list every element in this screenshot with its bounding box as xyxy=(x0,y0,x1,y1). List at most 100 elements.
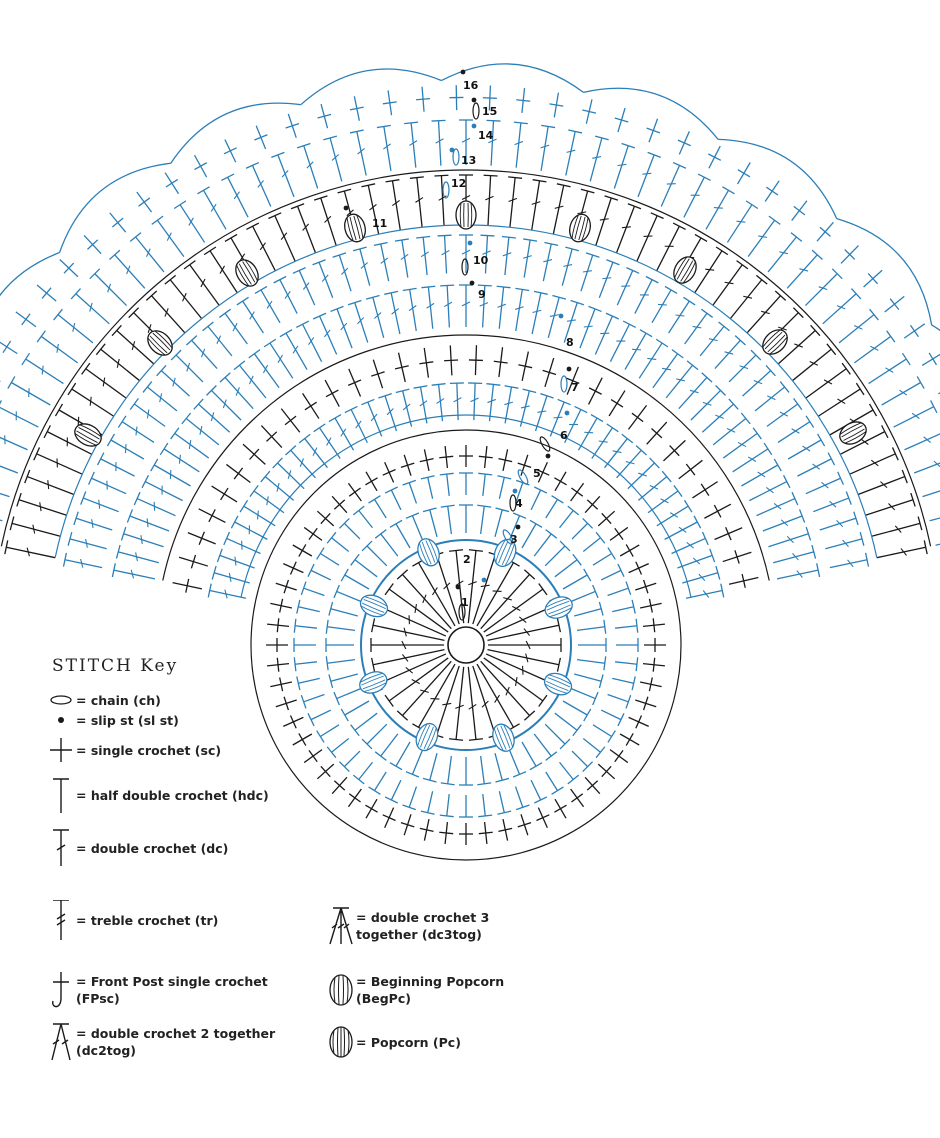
fan-stitch-r6-13-bar xyxy=(165,178,179,188)
fan-stitch-r5-47-post xyxy=(893,406,935,428)
fan-stitch-r5-49-post xyxy=(913,462,940,474)
stitch-r0-19 xyxy=(396,569,452,630)
stitch-r3-43-bar xyxy=(419,458,434,463)
fan-stitch-r4-47-cap xyxy=(881,425,889,439)
spine-chain-0 xyxy=(458,603,466,621)
fan-stitch-r0-8-cap xyxy=(272,457,283,469)
fan-stitch-r4-33 xyxy=(615,203,642,254)
fan-stitch-r1-23-bar xyxy=(631,412,644,423)
stitch-r2-43-cap xyxy=(478,472,493,476)
fan-stitch-r0-5 xyxy=(239,499,276,527)
fan-stitch-r5-17 xyxy=(221,173,249,218)
stitch-r0-14-slash xyxy=(401,654,409,662)
fan-stitch-r4-40 xyxy=(746,290,787,334)
edge-scallop-5 xyxy=(441,63,584,93)
fan-stitch-r2-37-cap xyxy=(655,338,669,348)
fan-stitch-r3-31 xyxy=(561,246,580,286)
stitch-r0-3-cap xyxy=(538,694,548,707)
stitch-r1-11 xyxy=(477,755,492,786)
fan-stitch-r3-37 xyxy=(668,296,696,334)
stitch-r3-4-bar xyxy=(635,715,643,729)
fan-stitch-r2-27-cap xyxy=(477,284,492,287)
fan-stitch-r3-41-slash xyxy=(739,365,749,370)
fan-stitch-r4-42 xyxy=(777,324,821,365)
fan-stitch-r4-21-cap xyxy=(337,188,352,194)
stitch-r2-17 xyxy=(402,786,418,811)
stitch-r3-25 xyxy=(292,733,313,746)
fan-stitch-r3-3 xyxy=(80,491,119,513)
fan-stitch-r2-18-slash xyxy=(323,329,331,338)
stitch-r2-53-cap xyxy=(625,581,632,596)
fan-stitch-r2-48 xyxy=(756,491,799,517)
stitch-r1-1-cap xyxy=(603,656,607,671)
key-entry-dc3tog: = double crochet 3 together (dc3tog) xyxy=(326,906,516,946)
fan-stitch-r1-29 xyxy=(714,526,743,541)
fan-stitch-r1-25-bar xyxy=(669,445,680,457)
fan-stitch-r1-30-bar xyxy=(734,550,740,564)
stitch-r1-13 xyxy=(440,755,455,786)
fan-stitch-r1-28 xyxy=(704,503,732,519)
fan-stitch-r2-32-post xyxy=(563,302,578,343)
fan-stitch-r2-29-post xyxy=(515,289,523,332)
key-label-beginning-popcorn: = Beginning Popcorn (BegPc) xyxy=(356,974,505,1006)
stitch-r0-0 xyxy=(488,638,562,652)
stitch-r2-10-post xyxy=(530,779,542,801)
fan-stitch-r5-37-slash xyxy=(736,220,746,223)
stitch-r0-29-post xyxy=(487,624,560,642)
stitch-r1-19-post xyxy=(354,712,378,731)
outer-popcorn-3-line-1 xyxy=(238,263,252,285)
fan-stitch-r0-36-post xyxy=(671,537,706,555)
fan-stitch-r2-34 xyxy=(594,312,620,355)
fan-stitch-r4-49-post xyxy=(857,475,906,496)
fan-stitch-r3-22-cap xyxy=(373,241,388,247)
fan-stitch-r5-16 xyxy=(197,186,227,230)
stitch-r3-18 xyxy=(400,814,415,836)
inner-popcorn-2-line-2 xyxy=(548,604,571,615)
fan-stitch-r2-10-slash xyxy=(210,412,215,422)
stitch-r0-18-slash xyxy=(414,603,417,613)
fan-stitch-r3-2-cap xyxy=(73,511,79,526)
fan-stitch-r0-33-slash xyxy=(660,498,669,504)
fan-stitch-r2-20-slash xyxy=(357,317,365,325)
stitch-r3-33-bar xyxy=(283,579,290,594)
fan-stitch-r2-43-slash xyxy=(726,427,736,433)
stitch-r3-59-bar xyxy=(652,618,656,633)
fan-stitch-r0-20 xyxy=(468,382,483,421)
stitch-r3-14 xyxy=(478,821,493,844)
fan-stitch-r5-20-post xyxy=(303,145,319,189)
fan-stitch-r5-19-cap xyxy=(271,151,285,158)
fan-stitch-r4-52-post xyxy=(876,546,926,559)
fan-stitch-r3-37-post xyxy=(668,300,690,334)
fan-stitch-r0-25-post xyxy=(549,401,565,437)
fan-stitch-r5-19 xyxy=(271,151,295,198)
fan-stitch-r0-18-post xyxy=(437,384,444,422)
inner-popcorn-0-line-2 xyxy=(425,540,436,563)
fan-stitch-r3-18-cap xyxy=(292,267,306,274)
fan-stitch-r0-28 xyxy=(591,423,619,459)
stitch-r3-58-bar xyxy=(648,598,653,613)
fan-stitch-r6-25-bar xyxy=(549,103,564,107)
stitch-r0-18-cap xyxy=(384,583,394,596)
fan-stitch-r6-11-bar xyxy=(111,217,124,228)
fan-stitch-r4-42-post xyxy=(777,330,816,365)
fan-stitch-r0-3 xyxy=(223,531,261,555)
fan-stitch-r5-15-post xyxy=(179,204,206,243)
fan-stitch-r4-10 xyxy=(111,324,155,365)
fan-stitch-r1-21-bar xyxy=(588,387,602,395)
fan-stitch-r5-10 xyxy=(70,288,110,325)
fan-stitch-r4-39 xyxy=(729,274,768,320)
fan-stitch-r5-40-post xyxy=(786,254,818,289)
inner-popcorn-7-body xyxy=(359,594,389,618)
stitch-r1-15 xyxy=(405,748,424,778)
fan-stitch-r0-27-post xyxy=(577,417,598,451)
fan-stitch-r4-8-post xyxy=(85,368,127,399)
fan-stitch-r6-26-bar xyxy=(582,109,597,114)
fan-stitch-r5-37-post xyxy=(726,204,753,243)
fan-stitch-r1-30 xyxy=(722,550,752,564)
inner-popcorn-3-body xyxy=(543,672,573,696)
stitch-r2-5-post xyxy=(592,724,612,738)
outer-chain-arc-9 xyxy=(279,752,315,798)
fan-stitch-r2-12-post xyxy=(224,377,254,410)
fan-stitch-r4-34-cap xyxy=(650,212,664,220)
stitch-r1-27-cap xyxy=(333,584,340,599)
